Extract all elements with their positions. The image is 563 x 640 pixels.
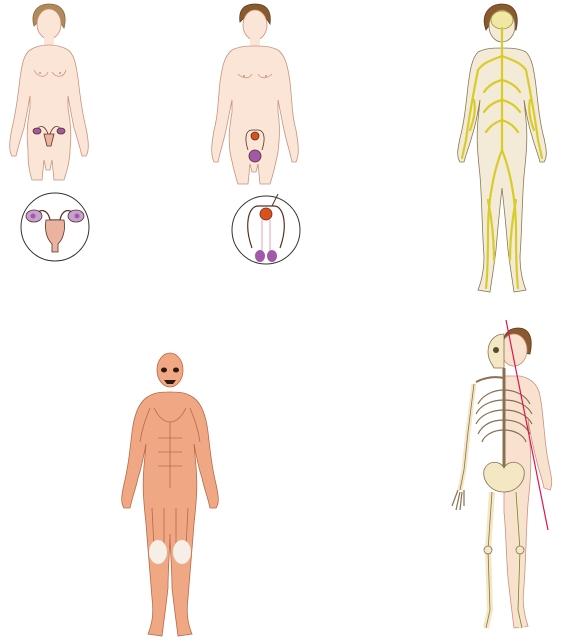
uterus-inset: [21, 193, 89, 261]
testes-inset: [232, 194, 300, 264]
female-reproductive-figure: [0, 0, 110, 270]
male-reproductive-figure: [200, 0, 310, 275]
half-skeleton-body: [452, 328, 552, 628]
female-body: [10, 4, 89, 180]
muscle-body: [122, 353, 219, 636]
muscular-system-figure: [110, 348, 230, 640]
nervous-system-figure: [444, 0, 563, 300]
skeletal-system-figure: [444, 320, 563, 640]
